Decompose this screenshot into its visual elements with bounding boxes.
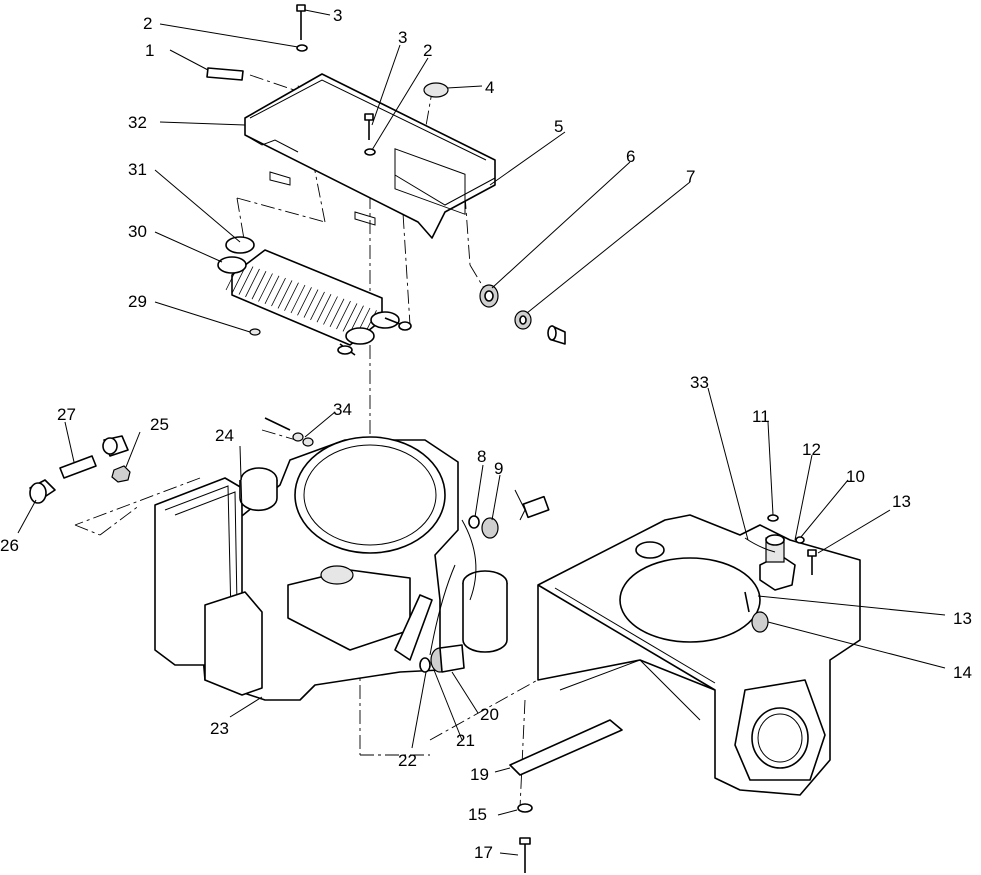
engine-hardware bbox=[264, 417, 499, 673]
oil-cooler bbox=[217, 236, 412, 356]
decal bbox=[206, 67, 244, 81]
callout-9: 9 bbox=[494, 459, 503, 478]
callout-29: 29 bbox=[128, 292, 147, 311]
cooler-fin bbox=[271, 277, 286, 307]
callout-leader-lines bbox=[17, 9, 946, 856]
cooler-fin bbox=[258, 273, 273, 302]
callout-21: 21 bbox=[456, 731, 475, 750]
callout-23: 23 bbox=[210, 719, 229, 738]
callout-3: 3 bbox=[398, 28, 407, 47]
callout-13: 13 bbox=[892, 492, 911, 511]
callout-4: 4 bbox=[485, 78, 494, 97]
callout-30: 30 bbox=[128, 222, 147, 241]
callout-8: 8 bbox=[477, 447, 486, 466]
callout-13: 13 bbox=[953, 609, 972, 628]
callout-11: 11 bbox=[752, 407, 770, 426]
callout-12: 12 bbox=[802, 440, 821, 459]
cooler-fin bbox=[342, 303, 358, 332]
cooler-fin bbox=[303, 289, 319, 318]
callout-7: 7 bbox=[686, 167, 695, 186]
callout-6: 6 bbox=[626, 147, 635, 166]
cooler-fin bbox=[310, 291, 325, 321]
callout-31: 31 bbox=[128, 160, 147, 179]
callout-22: 22 bbox=[398, 751, 417, 770]
callout-25: 25 bbox=[150, 415, 169, 434]
cooler-fin bbox=[329, 298, 345, 327]
grommets bbox=[479, 284, 566, 345]
callout-15: 15 bbox=[468, 805, 487, 824]
callout-3: 3 bbox=[333, 6, 342, 25]
callout-17: 17 bbox=[474, 843, 493, 862]
callout-19: 19 bbox=[470, 765, 489, 784]
cap bbox=[423, 82, 449, 98]
callout-2: 2 bbox=[423, 41, 432, 60]
engine-assembly bbox=[154, 436, 550, 701]
cooler-fin bbox=[290, 284, 306, 314]
cooler-fin bbox=[316, 294, 332, 323]
bottom-bracket-hardware bbox=[509, 719, 623, 873]
callout-numbers: 1 2 2 3 3 4 5 6 7 8 9 10 11 12 13 13 14 … bbox=[0, 6, 972, 862]
hose-fittings bbox=[29, 435, 131, 504]
top-bolt-washers bbox=[296, 4, 376, 156]
callout-24: 24 bbox=[215, 426, 234, 445]
cooler-fin bbox=[323, 296, 338, 325]
callout-10: 10 bbox=[846, 467, 865, 486]
callout-32: 32 bbox=[128, 113, 147, 132]
cooler-fin bbox=[251, 271, 267, 300]
cooler-fin bbox=[245, 268, 260, 298]
callout-27: 27 bbox=[57, 405, 76, 424]
callout-2: 2 bbox=[143, 14, 152, 33]
callout-20: 20 bbox=[480, 705, 499, 724]
callout-1: 1 bbox=[145, 41, 154, 60]
cooler-fin bbox=[264, 275, 280, 304]
cooler-fin bbox=[284, 282, 299, 311]
callout-26: 26 bbox=[0, 536, 19, 555]
cooler-fin bbox=[336, 300, 351, 330]
callout-5: 5 bbox=[554, 117, 563, 136]
cooler-fin bbox=[297, 287, 312, 316]
callout-34: 34 bbox=[333, 400, 352, 419]
callout-33: 33 bbox=[690, 373, 709, 392]
cooler-fin bbox=[277, 280, 293, 309]
cooler-fin bbox=[238, 266, 254, 295]
callout-14: 14 bbox=[953, 663, 972, 682]
